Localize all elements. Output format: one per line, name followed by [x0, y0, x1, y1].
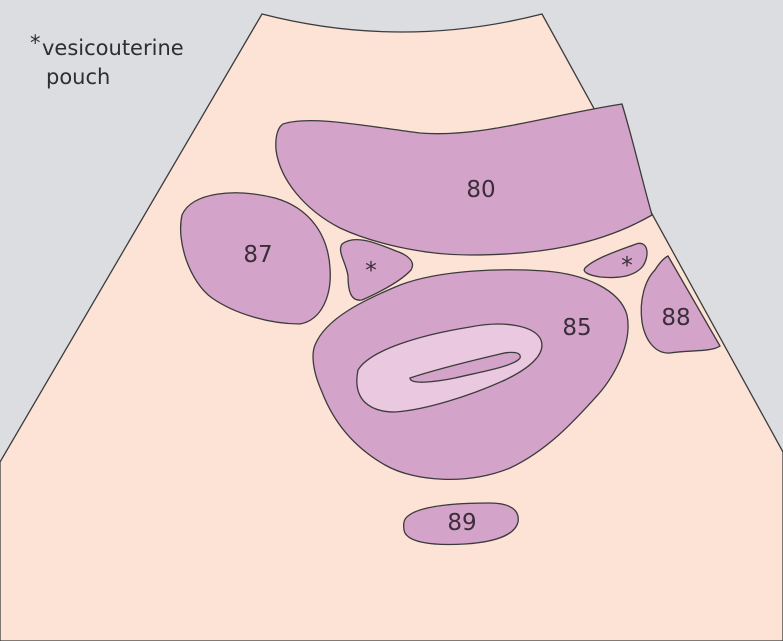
label-pouch-right: *	[621, 253, 633, 279]
label-88: 88	[661, 305, 690, 331]
label-87: 87	[243, 242, 272, 268]
label-89: 89	[447, 510, 476, 536]
label-85: 85	[562, 315, 591, 341]
legend-symbol: *	[30, 31, 41, 55]
label-80: 80	[466, 177, 495, 203]
legend-line-2: pouch	[46, 65, 110, 89]
legend-line-1: vesicouterine	[42, 36, 184, 60]
label-pouch-left: *	[365, 258, 377, 284]
